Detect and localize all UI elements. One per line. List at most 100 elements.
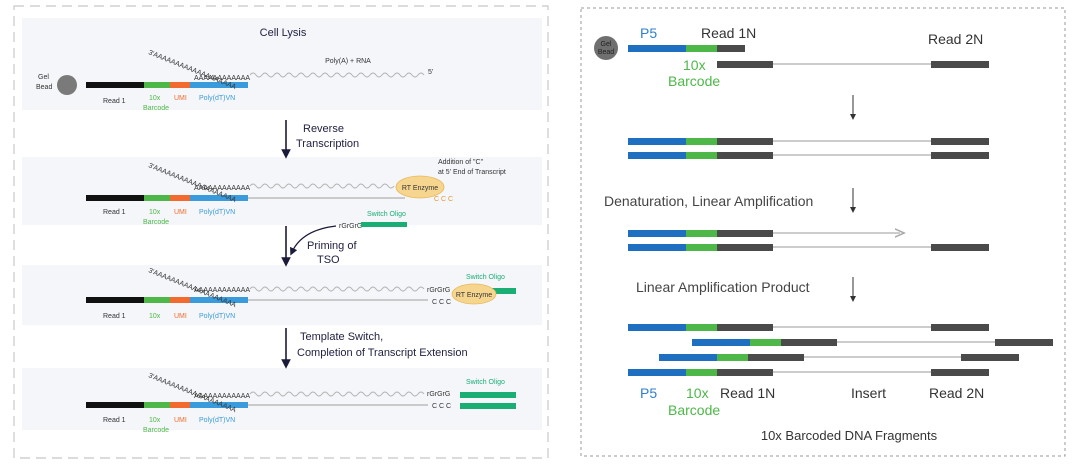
tenx-label: 10x (149, 313, 161, 320)
barcode-label: Barcode (143, 427, 169, 434)
polyt-segment (190, 195, 248, 201)
p5-segment (692, 339, 750, 346)
read1n-segment (717, 230, 773, 237)
gel-bead-label-1: Gel (601, 41, 612, 48)
p5-segment (628, 138, 686, 145)
band-rt (22, 157, 542, 225)
rt-enzyme-label: RT Enzyme (456, 292, 492, 299)
umi-segment (170, 195, 190, 201)
rt-enzyme (395, 175, 445, 199)
switch-oligo-label: Switch Oligo (466, 379, 505, 386)
barcode-segment (686, 244, 717, 251)
insert-label: Insert (851, 385, 886, 401)
ccc-label: C C C (432, 403, 451, 410)
ccc-label: C C C (434, 196, 453, 203)
read2n-segment (995, 339, 1053, 346)
step3-line2: Completion of Transcript Extension (297, 347, 468, 359)
read2n-label-top: Read 2N (928, 31, 983, 47)
polyt-label: Poly(dT)VN (199, 95, 235, 102)
tenx-label: 10x (149, 417, 161, 424)
amplification-products (628, 324, 1053, 376)
rgrgrg-free: rGrGrG (339, 223, 362, 230)
barcode-segment (750, 339, 781, 346)
p5-label-bottom: P5 (640, 385, 657, 401)
read1n-label-top: Read 1N (701, 25, 756, 41)
read1n-label-bottom: Read 1N (720, 385, 775, 401)
umi-label: UMI (174, 95, 187, 102)
umi-segment (170, 82, 190, 88)
rgrgrg-label: rGrGrG (427, 391, 450, 398)
rna-wave (249, 183, 395, 189)
step2-line1: Priming of (307, 240, 357, 252)
polyt-label: Poly(dT)VN (199, 313, 235, 320)
read1-segment (86, 297, 144, 303)
switch-oligo-top (460, 392, 516, 398)
p5-segment (659, 354, 717, 361)
barcode-segment (717, 354, 748, 361)
rna-wave (249, 286, 425, 292)
barcode-label-bottom: Barcode (668, 402, 720, 418)
gel-bead-label-1: Gel (38, 74, 49, 81)
band-cell-lysis (22, 18, 542, 110)
read1n-segment (748, 354, 804, 361)
polyA-seq: AAAAAAAAAAAA (194, 75, 250, 82)
p5-segment (628, 45, 686, 52)
linear-amplification (628, 230, 989, 251)
polyt-segment (190, 402, 248, 408)
read1n-segment (717, 152, 773, 159)
read2n-segment (961, 354, 1019, 361)
read1-segment (86, 195, 144, 201)
tenx-label: 10x (149, 95, 161, 102)
gel-bead-label-2: Bead (598, 49, 614, 56)
polyt-segment (190, 297, 248, 303)
read2n-segment (931, 138, 989, 145)
gel-bead-label-2: Bead (36, 84, 52, 91)
read1n-segment (717, 369, 773, 376)
umi-label: UMI (174, 417, 187, 424)
p5-segment (628, 230, 686, 237)
read2n-segment (931, 244, 989, 251)
gel-bead-icon (594, 36, 618, 60)
barcode-segment (144, 297, 170, 303)
band-template-switch (22, 368, 542, 430)
read1n-segment (717, 324, 773, 331)
switch-oligo-bottom (460, 403, 516, 409)
barcode-segment (686, 152, 717, 159)
step1-line1: Reverse (303, 123, 344, 135)
read2n-segment (931, 324, 989, 331)
polyA-rna-label: Poly(A) + RNA (325, 58, 371, 65)
p5-segment (628, 324, 686, 331)
barcode-segment (144, 82, 170, 88)
polyA-seq: AAAAAAAAAAAA (194, 393, 250, 400)
read1-label: Read 1 (103, 209, 126, 216)
switch-oligo-free (361, 222, 407, 227)
barcode-segment (686, 45, 717, 52)
barcode-segment (686, 138, 717, 145)
read2n-segment (931, 369, 989, 376)
rna-wave (249, 391, 425, 397)
polyA-seq: AAAAAAAAAAAA (194, 185, 250, 192)
umi-segment (170, 297, 190, 303)
barcode-segment (686, 324, 717, 331)
fragments-caption: 10x Barcoded DNA Fragments (761, 428, 938, 443)
switch-oligo-label: Switch Oligo (466, 274, 505, 281)
cell-lysis-title: Cell Lysis (260, 27, 307, 39)
barcode-segment (144, 402, 170, 408)
read2n-segment (931, 61, 989, 68)
linear-product-label: Linear Amplification Product (636, 279, 810, 295)
addition-line2: at 5' End of Transcript (438, 169, 506, 176)
read1n-insert-segment (717, 61, 773, 68)
read1n-segment (717, 138, 773, 145)
rna-wave (249, 72, 425, 78)
p5-segment (628, 152, 686, 159)
step2-line2: TSO (317, 254, 340, 266)
rt-enzyme (451, 283, 497, 305)
rt-enzyme-label: RT Enzyme (402, 185, 438, 192)
rgrgrg-label: rGrGrG (427, 287, 450, 294)
read1-label: Read 1 (103, 313, 126, 320)
barcode-segment (686, 230, 717, 237)
addition-line1: Addition of "C" (438, 159, 484, 166)
barcode-segment (144, 195, 170, 201)
switch-oligo-free-label: Switch Oligo (367, 211, 406, 218)
